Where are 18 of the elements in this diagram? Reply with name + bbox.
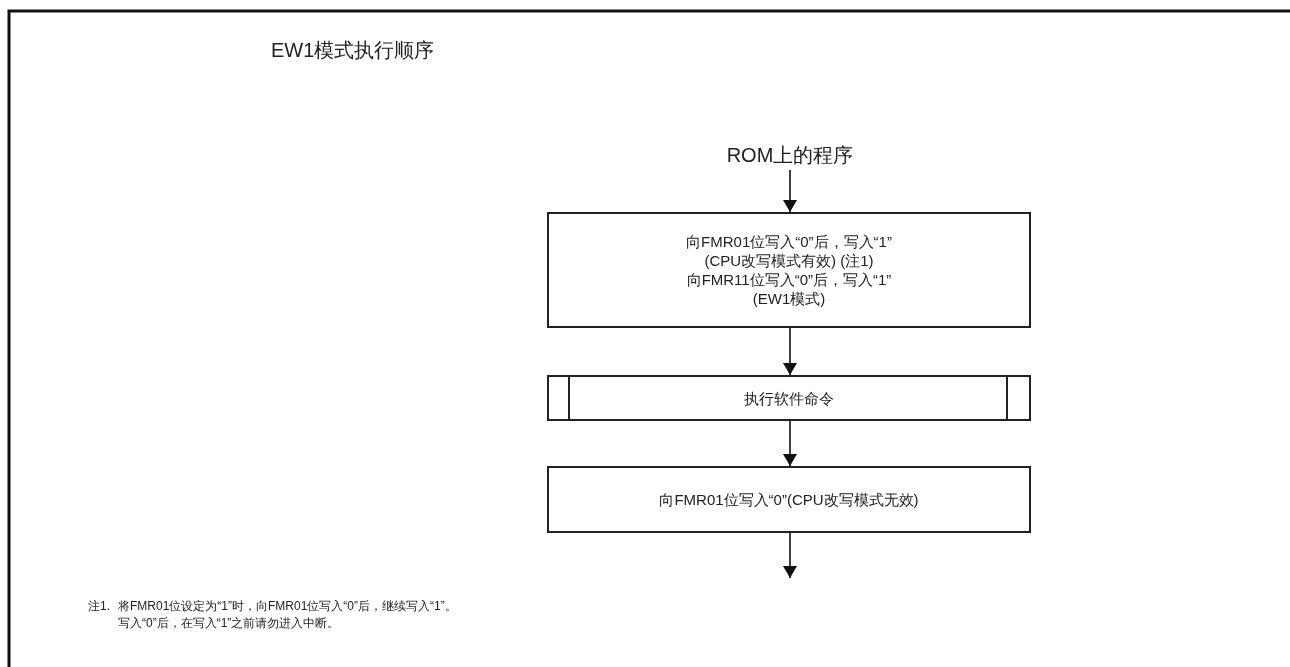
arrow xyxy=(783,532,797,579)
start-label: ROM上的程序 xyxy=(726,145,854,165)
note-number: 注1. xyxy=(88,598,110,615)
box-text: 执行软件命令 xyxy=(744,388,834,408)
note-text: 将FMR01位设定为“1”时，向FMR01位写入“0”后，继续写入“1”。 xyxy=(118,598,457,615)
arrow xyxy=(783,327,797,376)
process-box xyxy=(547,212,1031,328)
title: EW1模式执行顺序 xyxy=(271,38,435,63)
process-box xyxy=(547,466,1031,533)
note-text: 写入“0”后，在写入“1”之前请勿进入中断。 xyxy=(118,615,340,632)
box-text: 向FMR01位写入“0”(CPU改写模式无效) xyxy=(659,490,919,509)
arrow xyxy=(783,420,797,467)
box-text: (CPU改写模式有效) (注1) xyxy=(704,251,874,270)
box-text: 向FMR11位写入“0”后，写入“1” xyxy=(686,270,892,289)
arrow xyxy=(783,169,797,213)
subroutine-box xyxy=(547,375,1031,421)
box-text: (EW1模式) xyxy=(752,289,826,308)
box-text: 向FMR01位写入“0”后，写入“1” xyxy=(686,232,892,251)
